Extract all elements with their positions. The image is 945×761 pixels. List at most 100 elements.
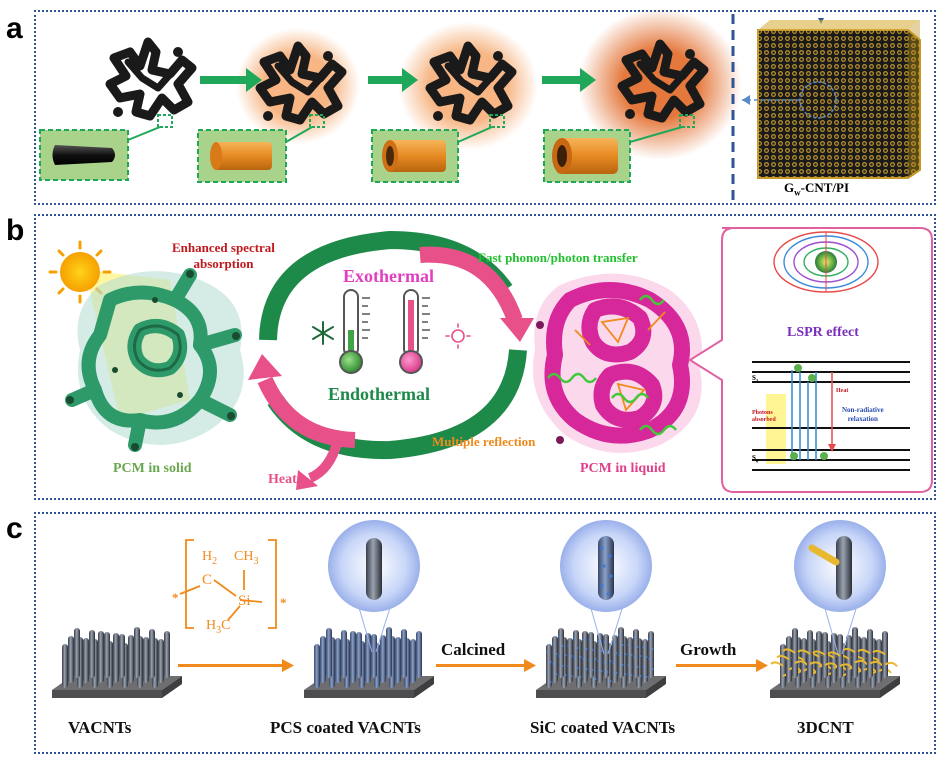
sic-particle	[633, 636, 636, 638]
snowflake-icon	[312, 321, 334, 345]
3dcnt-bubble	[794, 520, 886, 655]
sic-particle	[633, 656, 636, 658]
sic-particle	[558, 655, 561, 657]
sic-particle	[624, 653, 627, 655]
cnt-rod	[89, 630, 95, 678]
sic-particle	[561, 645, 564, 647]
sic-particle	[555, 673, 558, 675]
sic-particle	[591, 669, 594, 671]
cnt-branch	[797, 649, 823, 667]
exothermal-label: Exothermal	[343, 266, 434, 286]
cnt-rod	[149, 629, 155, 678]
polymer-ch3: CH3	[234, 549, 258, 567]
sic-particle	[549, 681, 552, 683]
cnt-rod	[326, 628, 332, 678]
sic-particle	[549, 661, 552, 663]
sic-particle	[621, 644, 624, 646]
sic-particle	[612, 642, 615, 644]
sic-particle	[612, 662, 615, 664]
sic-particle	[570, 675, 573, 677]
energy-level-s0-sub: 0	[755, 459, 759, 465]
sic-particle	[573, 637, 576, 639]
sic-particle	[585, 668, 588, 670]
cnt-rod	[164, 631, 170, 678]
polymer-si: Si	[238, 593, 251, 609]
tube-inset-4	[543, 114, 695, 183]
polymer-h3c-h: H	[206, 618, 217, 633]
cnt-rod	[837, 634, 843, 678]
cnt-rod	[395, 637, 401, 683]
sic-particle	[573, 657, 576, 659]
panel-letter-c: c	[6, 512, 23, 545]
cnt-rod	[113, 633, 119, 683]
sic-particle	[600, 650, 603, 652]
sic-particle	[642, 646, 645, 648]
sic-particle	[636, 666, 639, 668]
sic-particle	[648, 658, 651, 660]
3dcnt-label: 3DCNT	[797, 718, 854, 737]
pcs-coated-array	[304, 627, 434, 698]
polymer-ch3-letters: CH	[234, 549, 254, 564]
cnt-branch	[857, 648, 883, 667]
sic-particle	[567, 665, 570, 667]
sic-particle	[570, 655, 573, 657]
sic-particle	[591, 649, 594, 651]
polymer-h3c: H3C	[206, 618, 230, 636]
sic-particle	[624, 673, 627, 675]
cnt-rod	[350, 631, 356, 683]
sic-particle	[651, 668, 654, 670]
cnt-rod	[314, 644, 320, 688]
cnt-branch	[782, 648, 808, 666]
sic-particle	[579, 676, 582, 678]
calcined-label: Calcined	[441, 640, 506, 659]
nonradiative-line1: Non-radiative	[842, 406, 884, 414]
panel-c	[34, 512, 936, 754]
pcs-coated-label: PCS coated VACNTs	[270, 718, 421, 737]
sic-particle	[558, 635, 561, 637]
sic-particle	[582, 638, 585, 640]
composite-cube	[742, 20, 921, 179]
nonradiative-label: Non-radiative relaxation	[842, 406, 884, 424]
cnt-branch	[812, 650, 838, 668]
vacnt-array	[52, 627, 182, 698]
sic-particle	[630, 654, 633, 656]
sic-particle	[639, 655, 642, 657]
enhanced-absorption-line2: absorption	[193, 256, 254, 271]
sic-particle	[564, 674, 567, 676]
polymer-h2-sub: 2	[212, 555, 218, 567]
photons-absorbed-line1: Photons	[752, 410, 773, 416]
cnt-rod	[627, 637, 633, 683]
thermometer-cold-icon	[339, 289, 370, 374]
photons-absorbed-label: Photons absorbed	[752, 410, 776, 424]
sic-particle	[588, 639, 591, 641]
polymer-h3c-sub: 3	[216, 624, 222, 636]
cnt-rod	[143, 637, 149, 683]
3dcnt-array	[770, 627, 900, 698]
cnt-rod	[74, 628, 80, 678]
energy-level-s1: S1	[752, 374, 758, 384]
sic-particle	[576, 667, 579, 669]
cnt-rod	[158, 639, 164, 683]
cnt-rod	[567, 638, 573, 683]
pcs-bubble	[328, 520, 420, 653]
cnt-rod	[335, 638, 341, 683]
sic-particle	[609, 680, 612, 682]
sic-particle	[597, 660, 600, 662]
sic-particle	[636, 646, 639, 648]
polymer-ch3-sub: 3	[253, 555, 259, 567]
sic-particle	[555, 653, 558, 655]
heat-label: Heat	[268, 472, 297, 487]
cnt-rod	[341, 630, 347, 678]
sic-coated-array	[536, 627, 666, 698]
panel-letter-b: b	[6, 214, 25, 247]
polymer-star-left: *	[172, 590, 179, 605]
panel-letter-a: a	[6, 12, 23, 45]
sic-particle	[546, 671, 549, 673]
sic-particle	[630, 674, 633, 676]
sic-particle	[564, 654, 567, 656]
polymer-h3c-c: C	[221, 618, 231, 633]
sic-particle	[582, 658, 585, 660]
cnt-rod	[320, 636, 326, 683]
cnt-rod	[603, 634, 609, 678]
